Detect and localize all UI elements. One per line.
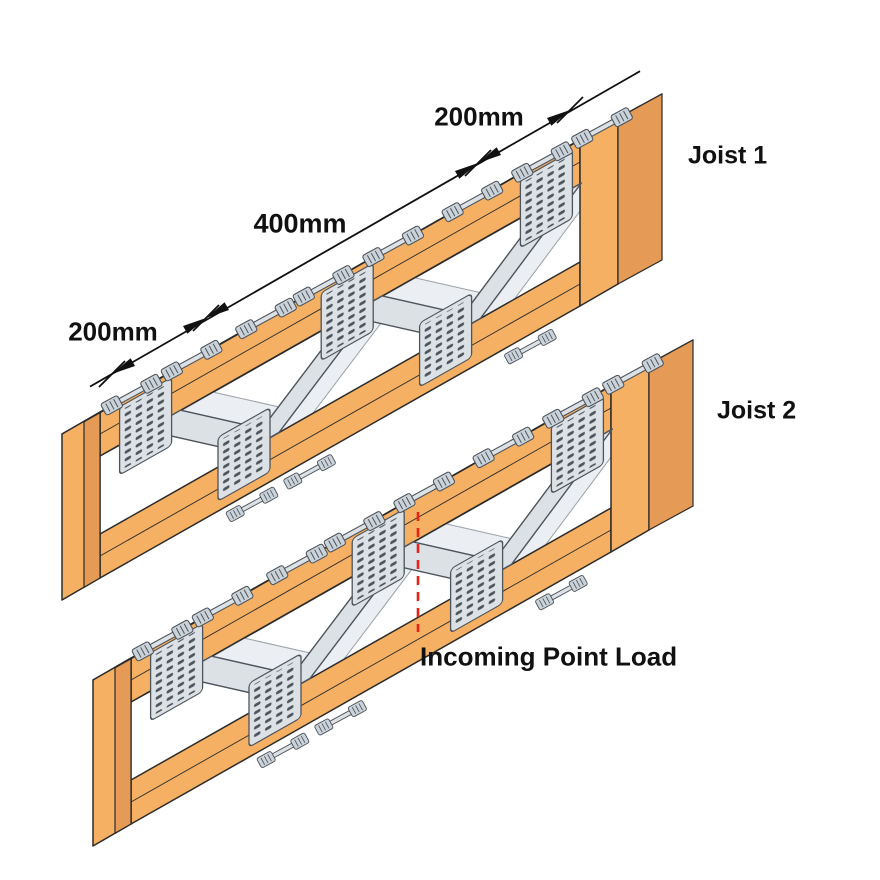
dimension-arrow bbox=[112, 358, 135, 374]
dimension-arrow bbox=[547, 110, 570, 126]
dimension-arrow bbox=[183, 318, 206, 334]
dimension-arrow bbox=[478, 147, 501, 163]
joist-2-label: Joist 2 bbox=[717, 396, 797, 425]
dimension-label-middle: 400mm bbox=[253, 208, 347, 239]
dimension-label-top: 200mm bbox=[434, 101, 524, 132]
incoming-point-load-label: Incoming Point Load bbox=[420, 641, 678, 672]
dimension-arrow bbox=[455, 163, 478, 179]
dimension-arrow bbox=[206, 302, 229, 318]
dimension-label-left: 200mm bbox=[68, 316, 158, 347]
dimension-chain bbox=[89, 70, 641, 388]
dimension-line bbox=[89, 70, 641, 388]
joist-1-label: Joist 1 bbox=[688, 141, 768, 170]
